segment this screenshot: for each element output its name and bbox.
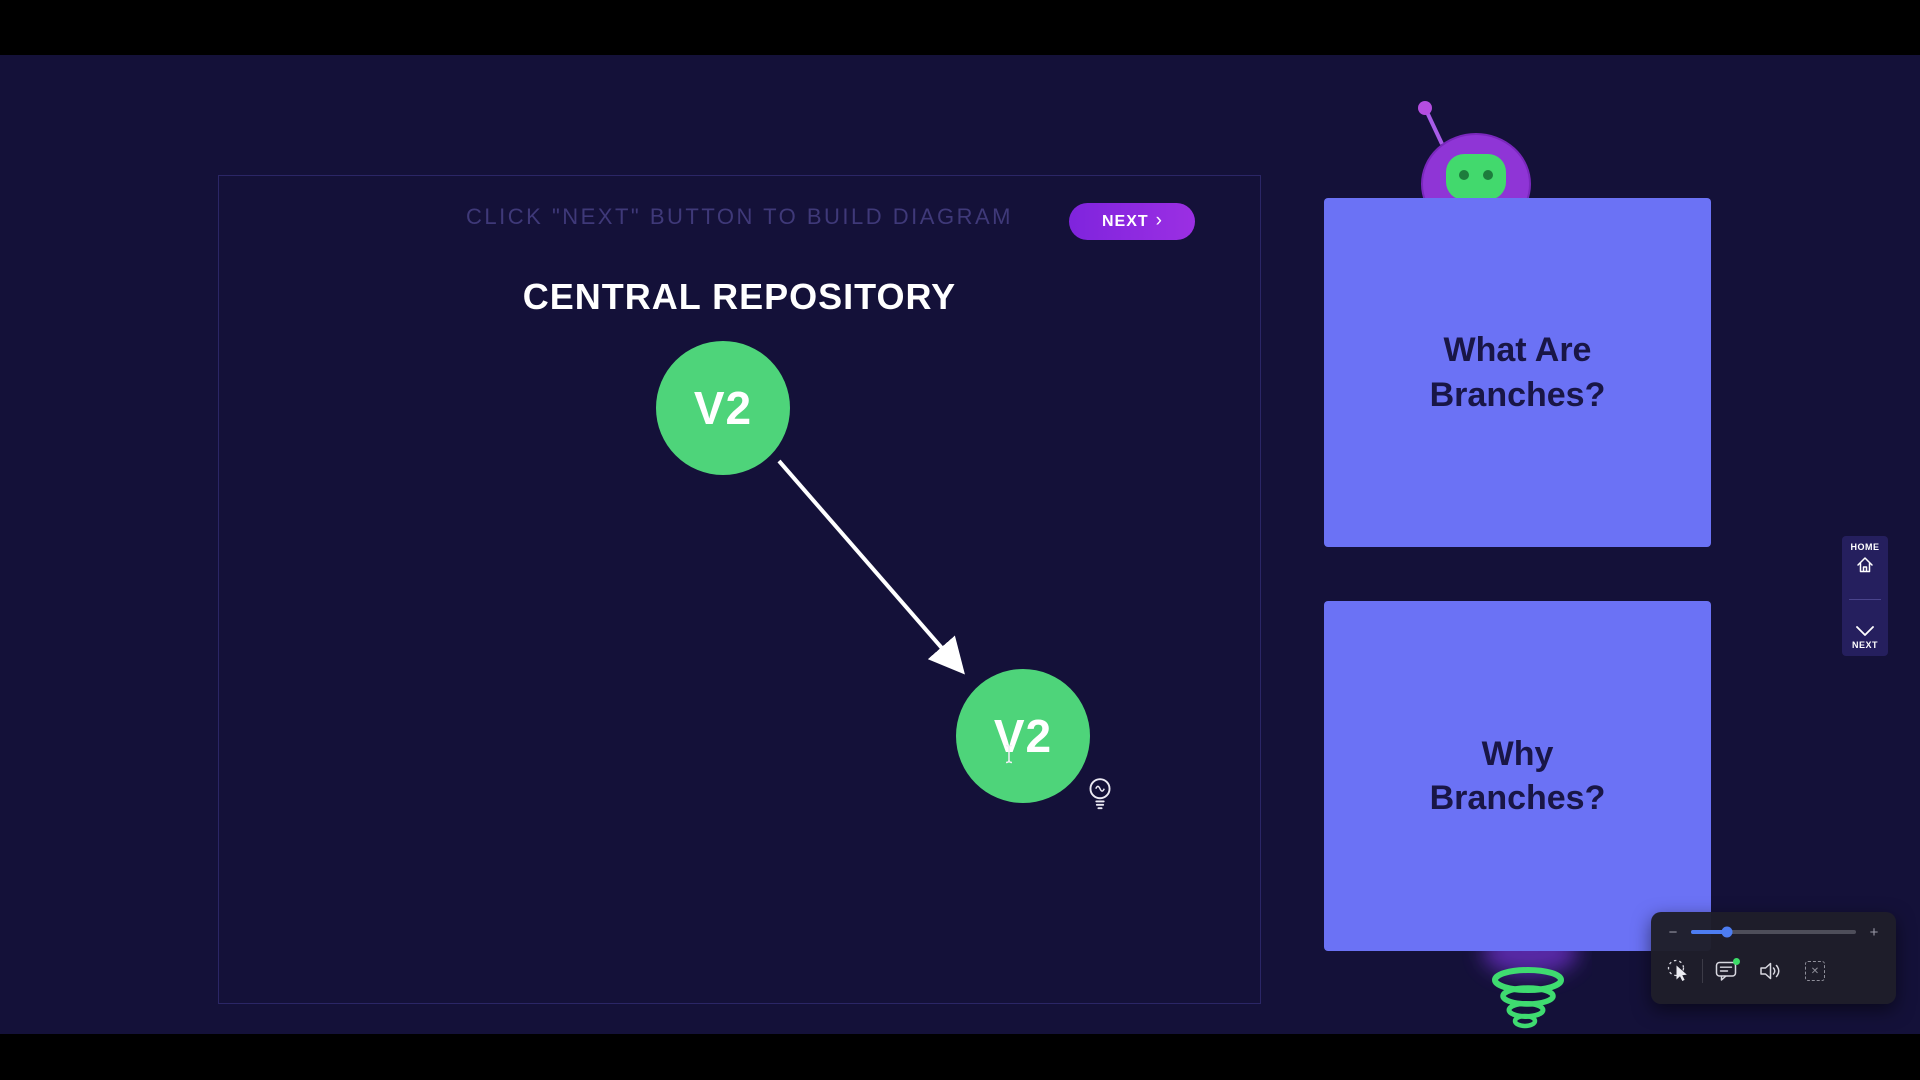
chat-icon	[1715, 961, 1737, 981]
next-label: NEXT	[1851, 640, 1878, 650]
volume-slider-thumb[interactable]	[1721, 926, 1733, 938]
letterbox-top	[0, 0, 1920, 55]
diagram-title: CENTRAL REPOSITORY	[522, 276, 957, 317]
pointer-icon	[1667, 959, 1687, 981]
side-nav-next[interactable]: NEXT	[1852, 624, 1878, 650]
speaker-icon	[1760, 962, 1780, 980]
volume-slider-row: − +	[1667, 920, 1880, 944]
card-line: Branches?	[1429, 375, 1606, 414]
robot-mascot-head	[1418, 101, 1531, 206]
card-what-are-branches[interactable]: What Are Branches?	[1324, 198, 1711, 547]
next-button-label: NEXT	[1102, 212, 1149, 230]
volume-slider-fill	[1691, 930, 1728, 934]
volume-slider[interactable]	[1691, 926, 1856, 938]
close-x-icon: ✕	[1810, 965, 1820, 977]
notification-dot	[1733, 957, 1740, 965]
repo-node-bottom: V2	[956, 669, 1090, 803]
side-nav: HOME NEXT	[1842, 536, 1888, 656]
card-line: What Are	[1443, 331, 1592, 370]
card-line: Why	[1481, 734, 1554, 773]
side-nav-home[interactable]: HOME	[1851, 542, 1880, 574]
media-toolbar: − +	[1651, 912, 1896, 1004]
repo-node-top-label: V2	[693, 382, 753, 434]
diagram-panel: CLICK "NEXT" BUTTON TO BUILD DIAGRAM NEX…	[218, 175, 1261, 1004]
toolbar-divider	[1702, 959, 1703, 983]
side-nav-divider	[1848, 598, 1882, 600]
card-line: Branches?	[1429, 779, 1606, 817]
chevron-right-icon: ›	[1155, 210, 1162, 231]
lightbulb-hint-icon[interactable]	[1085, 776, 1115, 812]
toolbar-icons-row: ✕	[1667, 948, 1880, 994]
pointer-tool-button[interactable]	[1667, 959, 1692, 984]
repo-node-top: V2	[656, 341, 790, 475]
home-icon	[1857, 557, 1873, 573]
close-widget-button[interactable]: ✕	[1805, 961, 1825, 981]
chevron-down-icon	[1856, 626, 1874, 636]
volume-down-button[interactable]: −	[1668, 923, 1678, 941]
letterbox-bottom	[0, 1034, 1920, 1080]
card-why-branches[interactable]: Why Branches?	[1324, 601, 1711, 951]
speaker-button[interactable]	[1759, 961, 1783, 981]
instruction-text: CLICK "NEXT" BUTTON TO BUILD DIAGRAM	[466, 204, 1013, 229]
chat-button[interactable]	[1715, 957, 1740, 982]
home-label: HOME	[1850, 542, 1880, 552]
next-button[interactable]: NEXT ›	[1069, 203, 1195, 240]
repo-node-bottom-label: V2	[993, 710, 1053, 762]
volume-up-button[interactable]: +	[1869, 923, 1879, 941]
